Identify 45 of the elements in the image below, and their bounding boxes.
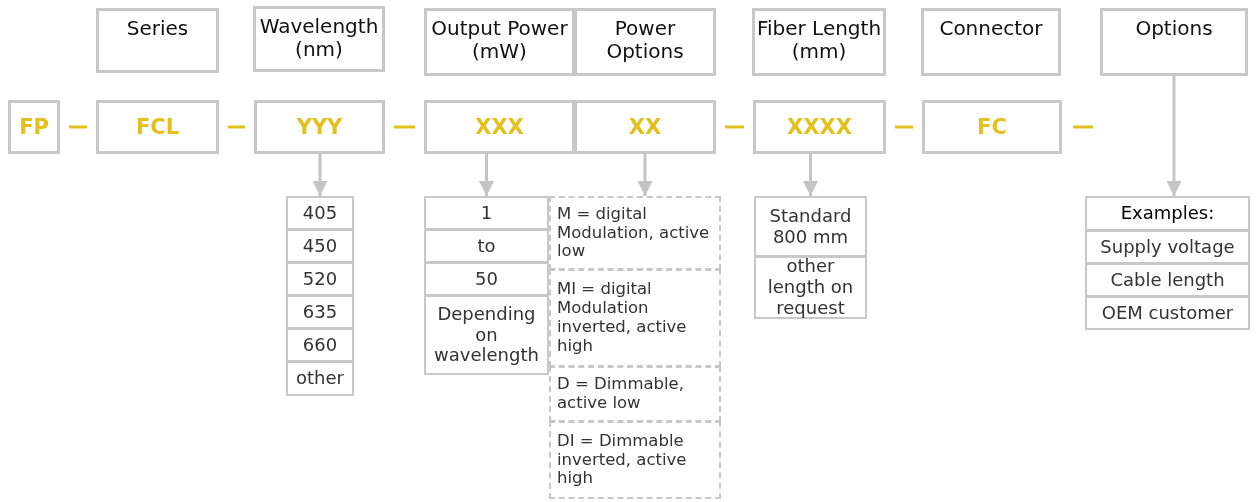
field-heading-box: Output Power (mW) (424, 8, 575, 76)
option-cell: other length on request (754, 256, 867, 319)
field-heading-box: Connector (921, 8, 1061, 76)
separator-dash (895, 125, 913, 129)
separator-dash (69, 125, 87, 129)
power-option-cell: D = Dimmable, active low (549, 366, 721, 422)
power-option-cell: DI = Dimmable inverted, active high (549, 421, 721, 499)
field-heading-box: Wavelength (nm) (253, 6, 385, 72)
option-cell: 50 (424, 262, 549, 296)
separator-dash (394, 125, 415, 129)
option-cell: Standard 800 mm (754, 196, 867, 257)
option-cell: Cable length (1085, 263, 1250, 297)
separator-dash (228, 125, 245, 129)
field-heading-box: Fiber Length (mm) (752, 8, 886, 76)
option-cell: Depending on wavelength (424, 295, 549, 375)
field-heading-box: Power Options (574, 8, 716, 76)
option-cell: other (286, 361, 354, 396)
field-heading-box: Series (96, 8, 219, 73)
separator-dash (1073, 125, 1093, 129)
option-cell: OEM customer (1085, 296, 1250, 330)
arrow (803, 154, 818, 196)
code-box: FC (922, 100, 1062, 154)
option-cell: 405 (286, 196, 354, 230)
code-box: XXX (424, 100, 575, 154)
arrow (1166, 76, 1182, 196)
power-option-cell: MI = digital Modulation inverted, active high (549, 269, 721, 367)
option-cell: Supply voltage (1085, 230, 1250, 264)
option-cell: 520 (286, 262, 354, 296)
arrow (312, 154, 328, 196)
option-cell: 635 (286, 295, 354, 329)
code-box: FP (8, 100, 60, 154)
arrow (637, 154, 653, 196)
power-option-cell: M = digital Modulation, active low (549, 196, 721, 270)
separator-dash (725, 125, 744, 129)
option-cell: Examples: (1085, 196, 1250, 231)
code-box: XXXX (753, 100, 886, 154)
field-heading-box: Options (1100, 8, 1248, 76)
code-box: FCL (96, 100, 219, 154)
option-cell: to (424, 229, 549, 263)
arrow (479, 154, 494, 196)
option-cell: 450 (286, 229, 354, 263)
option-cell: 1 (424, 196, 549, 230)
code-box: XX (574, 100, 716, 154)
option-cell: 660 (286, 328, 354, 362)
code-box: YYY (254, 100, 385, 154)
